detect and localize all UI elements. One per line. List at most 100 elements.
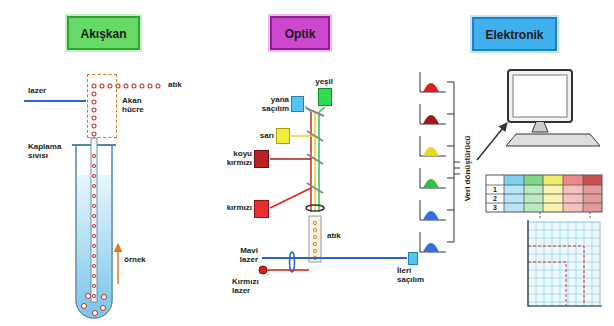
cell bbox=[93, 311, 98, 316]
table-cell bbox=[524, 185, 543, 212]
light-path bbox=[310, 112, 312, 212]
plot-area bbox=[528, 222, 600, 306]
wire bbox=[447, 242, 454, 243]
section-title: Elektronik bbox=[485, 28, 543, 42]
signal-peak bbox=[420, 104, 454, 124]
wire bbox=[447, 210, 454, 211]
sheath-fluid-label: Kaplama sıvısı bbox=[28, 143, 74, 161]
table-cell bbox=[543, 175, 563, 185]
wire bbox=[447, 178, 454, 179]
table-cell bbox=[486, 185, 504, 212]
signal-peak bbox=[420, 232, 454, 252]
detector-label: yana saçılım bbox=[249, 96, 289, 114]
laser-label: Kırmızı lazer bbox=[232, 278, 272, 296]
converter-label: Veri dönüştürücü bbox=[464, 135, 473, 201]
monitor-stand bbox=[532, 122, 548, 132]
cell-stream bbox=[94, 86, 162, 134]
axis bbox=[420, 232, 446, 252]
detector: yana saçılım bbox=[291, 96, 304, 112]
mirror bbox=[306, 108, 324, 116]
table-cell bbox=[543, 185, 563, 212]
table-cell bbox=[504, 185, 524, 212]
mirrors bbox=[306, 108, 324, 193]
cell-stream bbox=[314, 222, 316, 258]
row-number: 3 bbox=[493, 204, 497, 212]
detector: koyu kırmızı bbox=[254, 150, 269, 168]
peak bbox=[423, 147, 439, 156]
laser-beam bbox=[267, 269, 309, 271]
section-title: Akışkan bbox=[80, 27, 126, 41]
peak bbox=[423, 179, 439, 188]
cell bbox=[102, 295, 107, 300]
row-number: 2 bbox=[493, 195, 497, 203]
light-path bbox=[319, 107, 325, 112]
cell-stream bbox=[94, 86, 162, 134]
mirror bbox=[307, 154, 323, 164]
gate-line bbox=[528, 246, 584, 306]
table-grid bbox=[486, 175, 602, 212]
laser-beam bbox=[24, 100, 86, 102]
flow-cell: Akan hücre bbox=[87, 74, 117, 138]
section-header: Optik bbox=[270, 16, 330, 50]
table-cell bbox=[563, 175, 583, 185]
axis bbox=[420, 200, 446, 220]
flow-cell-label: Akan hücre bbox=[122, 97, 156, 115]
table-cell bbox=[563, 185, 583, 212]
flow-arrow bbox=[117, 244, 119, 284]
leader-line bbox=[540, 212, 590, 220]
sample-tube bbox=[91, 138, 97, 302]
cell bbox=[86, 294, 91, 299]
laser-source bbox=[259, 266, 267, 274]
cell bbox=[82, 304, 87, 309]
peak bbox=[423, 211, 439, 220]
light-path bbox=[270, 188, 311, 208]
waste-label: atık bbox=[168, 81, 182, 90]
signal-peak bbox=[420, 200, 454, 220]
signal-peak bbox=[420, 72, 454, 92]
lens bbox=[306, 205, 324, 211]
sample-label: örnek bbox=[124, 256, 146, 265]
peak bbox=[423, 243, 439, 252]
table-cell bbox=[583, 185, 602, 212]
detector-label: sarı bbox=[260, 132, 274, 141]
row-number: 1 bbox=[493, 186, 497, 194]
screen bbox=[513, 75, 567, 117]
detector: kırmızı bbox=[254, 200, 269, 218]
waste-label: atık bbox=[327, 232, 341, 241]
data-arrow bbox=[477, 123, 507, 160]
detector-label: koyu kırmızı bbox=[218, 150, 252, 168]
light-path bbox=[270, 158, 311, 160]
signal-peak bbox=[420, 168, 454, 188]
laser-beam bbox=[262, 257, 407, 259]
cells bbox=[82, 294, 107, 316]
wire bbox=[447, 82, 454, 83]
section-header: Akışkan bbox=[67, 16, 140, 50]
cell-stream bbox=[313, 222, 317, 258]
table-border bbox=[486, 175, 602, 212]
detector-label: yeşil bbox=[315, 78, 333, 87]
table-cell bbox=[486, 175, 504, 185]
table-cell bbox=[504, 175, 524, 185]
plot-grid bbox=[528, 222, 600, 306]
laser-label: Mavi lazer bbox=[228, 247, 258, 265]
mirror bbox=[307, 183, 323, 193]
axis bbox=[420, 72, 446, 92]
monitor bbox=[508, 70, 572, 122]
bus-bracket bbox=[454, 82, 460, 242]
axis bbox=[420, 104, 446, 124]
axis bbox=[420, 168, 446, 188]
section-title: Optik bbox=[285, 27, 316, 41]
light-path bbox=[314, 112, 316, 212]
laser-label: lazer bbox=[28, 87, 46, 96]
light-path bbox=[291, 135, 315, 137]
detector: yeşil bbox=[318, 88, 332, 106]
lens bbox=[290, 252, 295, 272]
table-cell bbox=[583, 175, 602, 185]
flow-tube bbox=[309, 216, 321, 262]
mirror bbox=[307, 131, 323, 141]
axis bbox=[420, 136, 446, 156]
section-header: Elektronik bbox=[472, 17, 557, 51]
wire bbox=[447, 146, 454, 147]
peak bbox=[423, 115, 439, 124]
